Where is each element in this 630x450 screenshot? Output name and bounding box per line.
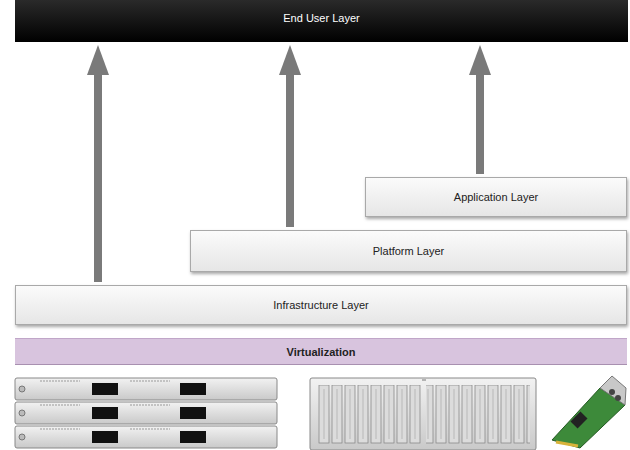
layer-label: Application Layer [454, 191, 538, 203]
layer-label: Virtualization [287, 346, 356, 358]
layer-label: End User Layer [283, 12, 359, 24]
upward-arrow [279, 45, 301, 227]
end-user-bar: End User Layer [15, 0, 628, 42]
virtualization-band: Virtualization [15, 338, 627, 365]
layer-box: Application Layer [365, 177, 627, 217]
layer-label: Infrastructure Layer [273, 299, 368, 311]
server-stack [15, 378, 277, 448]
network-card [552, 376, 626, 448]
upward-arrow [87, 45, 109, 282]
layer-label: Platform Layer [373, 245, 445, 257]
upward-arrow [469, 45, 491, 174]
layer-box: Infrastructure Layer [15, 285, 627, 325]
storage-array [310, 378, 536, 450]
layer-box: Platform Layer [190, 230, 627, 272]
